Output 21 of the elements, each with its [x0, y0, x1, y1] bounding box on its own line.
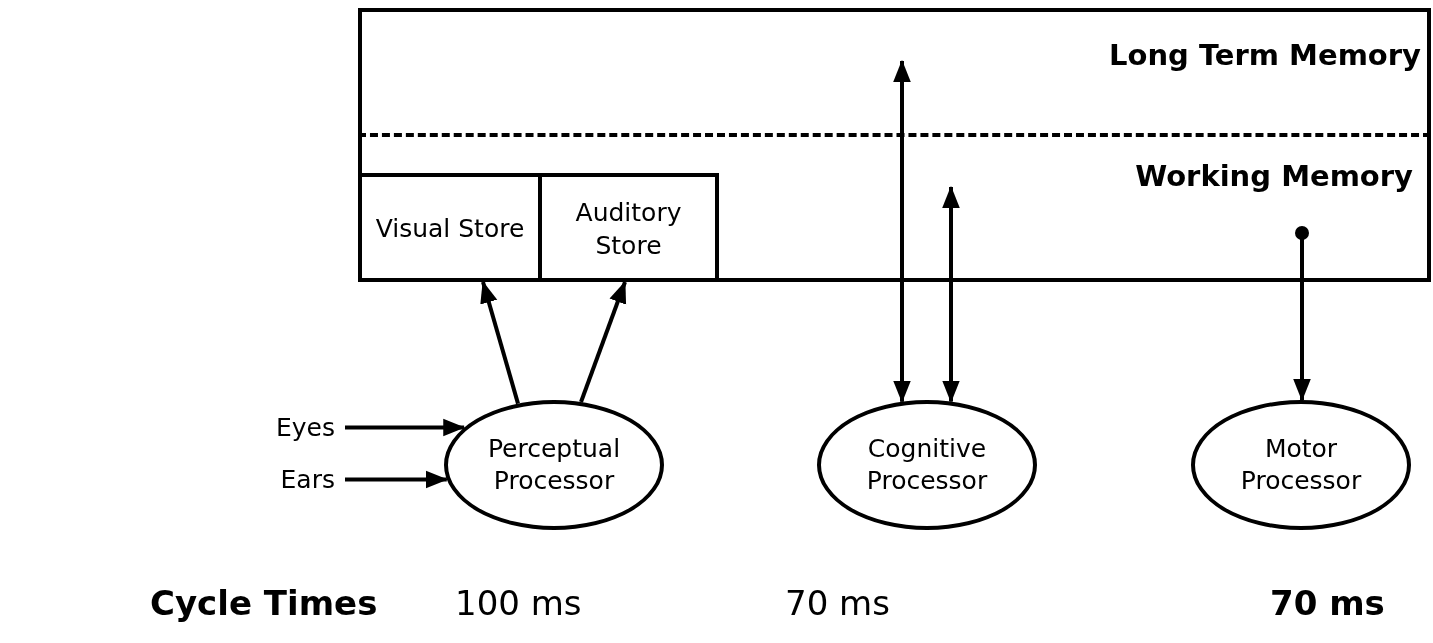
arrow — [480, 280, 520, 405]
arrow — [942, 185, 960, 403]
memory-heading: Working Memory — [1135, 159, 1413, 193]
input-label: Eyes — [276, 413, 335, 442]
input-label: Ears — [280, 465, 335, 494]
cycle-time: 70 ms — [1270, 583, 1385, 623]
memory-heading: Long Term Memory — [1109, 38, 1421, 72]
arrow — [1293, 226, 1311, 402]
processor-ellipse: Motor Processor — [1191, 400, 1411, 530]
arrow — [893, 59, 911, 403]
cycle-time: 100 ms — [455, 583, 582, 623]
processor-ellipse: Cognitive Processor — [817, 400, 1037, 530]
arrow — [579, 280, 627, 403]
arrow — [345, 470, 448, 489]
processor-ellipse: Perceptual Processor — [444, 400, 664, 530]
memory-band — [358, 137, 1431, 282]
memory-band — [358, 8, 1431, 137]
arrow — [345, 418, 466, 437]
store-box: Visual Store — [362, 173, 542, 282]
cycle-time: 70 ms — [785, 583, 890, 623]
row-heading: Cycle Times — [150, 583, 378, 623]
